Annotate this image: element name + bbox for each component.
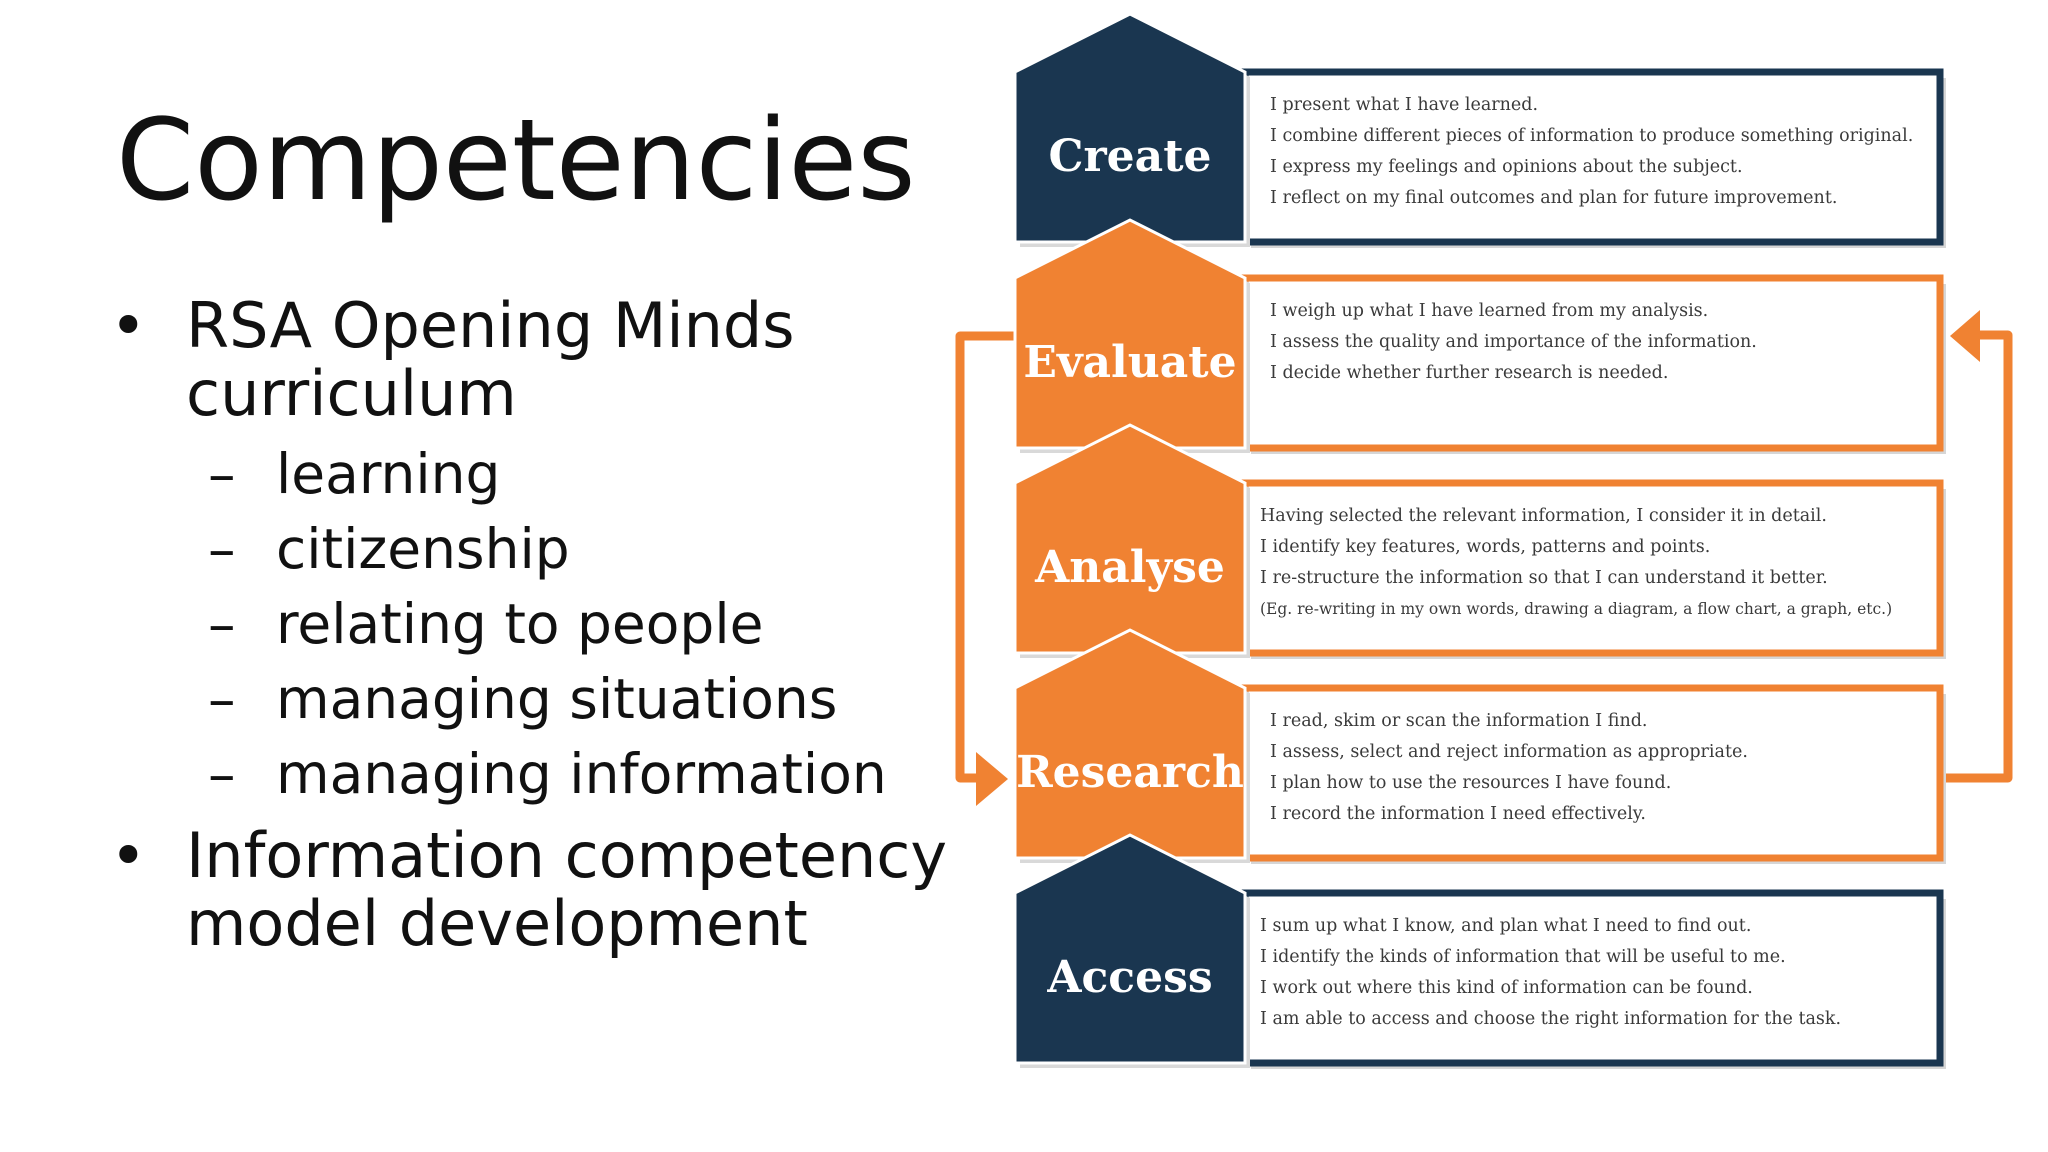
- level-label: Research: [1016, 747, 1244, 798]
- level-access: Access I sum up what I know, and plan wha…: [1013, 833, 1946, 1069]
- right-loop-line: [1940, 330, 2013, 783]
- bullet-dot-icon: •: [110, 289, 147, 362]
- description-line: I read, skim or scan the information I f…: [1270, 711, 1648, 731]
- label-block: [1013, 833, 1247, 1065]
- dash-icon: –: [208, 442, 236, 506]
- dash-icon: –: [208, 592, 236, 656]
- label-block: [1013, 12, 1247, 244]
- sub-bullet-text: managing situations: [276, 667, 838, 731]
- description-line: I sum up what I know, and plan what I ne…: [1260, 916, 1751, 936]
- level-create: Create I present what I have learned. I co…: [1013, 12, 1946, 248]
- feedback-loop-arrows: [955, 310, 2013, 806]
- description-line: I present what I have learned.: [1270, 95, 1538, 115]
- bullet-text: curriculum: [186, 357, 517, 430]
- description-line: I decide whether further research is nee…: [1270, 363, 1668, 383]
- description-line: I identify key features, words, patterns…: [1260, 537, 1710, 557]
- description-line: I plan how to use the resources I have f…: [1270, 773, 1671, 793]
- level-research: Research I read, skim or scan the informa…: [1013, 628, 1946, 864]
- level-label: Create: [1048, 131, 1211, 182]
- sub-bullet-text: learning: [276, 442, 501, 506]
- level-evaluate: Evaluate I weigh up what I have learned f…: [1013, 218, 1946, 454]
- left-loop-line: [955, 331, 1022, 783]
- description-line: (Eg. re-writing in my own words, drawing…: [1260, 600, 1892, 618]
- bullet-list: • RSA Opening Minds curriculum – learnin…: [0, 0, 947, 1152]
- description-line: I am able to access and choose the right…: [1260, 1009, 1841, 1029]
- label-block: [1013, 218, 1247, 450]
- dash-icon: –: [208, 517, 236, 581]
- label-block: [1013, 628, 1247, 860]
- description-box: [1241, 684, 1944, 862]
- description-line: I weigh up what I have learned from my a…: [1270, 301, 1708, 321]
- level-label: Evaluate: [1023, 337, 1236, 388]
- information-competency-diagram: Create I present what I have learned. I co…: [955, 12, 2013, 1069]
- description-box: [1241, 479, 1944, 657]
- level-label: Access: [1046, 952, 1212, 1003]
- label-block: [1013, 423, 1247, 655]
- description-box: [1241, 68, 1944, 246]
- description-line: I express my feelings and opinions about…: [1270, 157, 1743, 177]
- description-line: I reflect on my final outcomes and plan …: [1270, 188, 1837, 208]
- sub-bullet-text: citizenship: [276, 517, 570, 581]
- sub-bullet-text: managing information: [276, 742, 887, 806]
- right-arrowhead-icon: [1950, 310, 1980, 362]
- bullet-text: model development: [186, 887, 808, 960]
- description-line: I work out where this kind of informatio…: [1260, 978, 1753, 998]
- left-arrowhead-icon: [976, 752, 1008, 806]
- description-line: I identify the kinds of information that…: [1260, 947, 1786, 967]
- bullet-dot-icon: •: [110, 819, 147, 892]
- description-line: Having selected the relevant information…: [1260, 506, 1827, 526]
- description-line: I combine different pieces of informatio…: [1270, 126, 1913, 146]
- description-line: I assess the quality and importance of t…: [1270, 332, 1757, 352]
- description-line: I re-structure the information so that I…: [1260, 568, 1828, 588]
- bullet-text: Information competency: [186, 819, 948, 892]
- dash-icon: –: [208, 667, 236, 731]
- description-line: I record the information I need effectiv…: [1270, 804, 1646, 824]
- bullet-text: RSA Opening Minds: [186, 289, 795, 362]
- description-line: I assess, select and reject information …: [1270, 742, 1748, 762]
- sub-bullet-text: relating to people: [276, 592, 764, 656]
- level-analyse: Analyse Having selected the relevant info…: [1013, 423, 1946, 659]
- dash-icon: –: [208, 742, 236, 806]
- level-label: Analyse: [1034, 542, 1225, 593]
- slide-title: Competencies: [116, 96, 916, 226]
- description-box: [1241, 889, 1944, 1067]
